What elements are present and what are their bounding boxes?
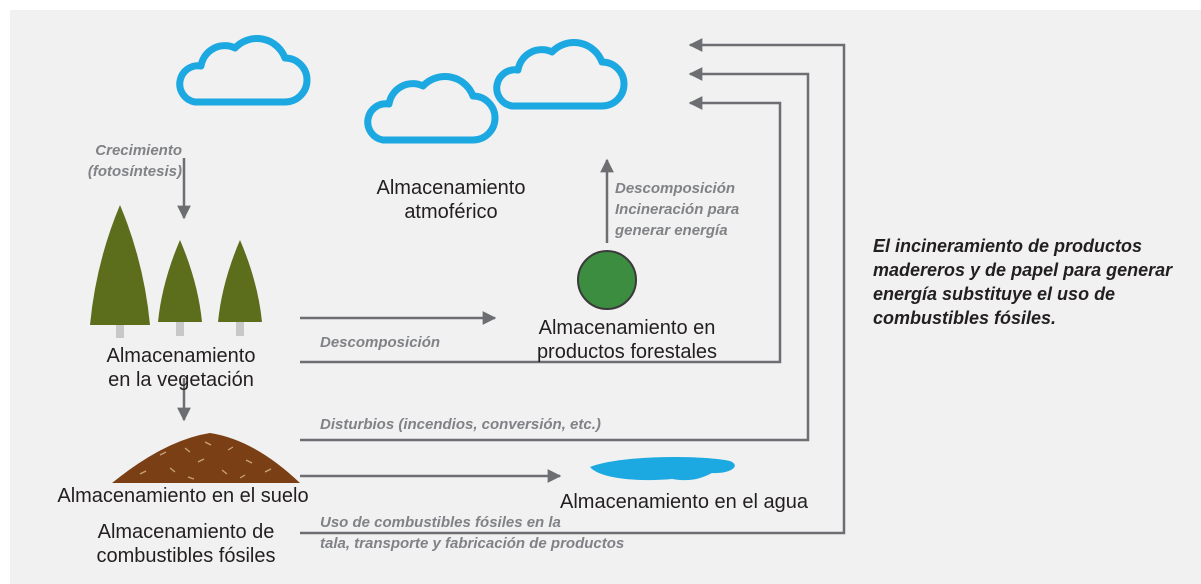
tree-icon: [158, 240, 202, 336]
tree-icon: [218, 240, 262, 336]
fossil-use-process-label: Uso de combustibles fósiles en la tala, …: [320, 514, 625, 552]
decomposition-upward-process-label: Descomposición Incineración para generar…: [615, 180, 740, 239]
substitution-note: El incineramiento de productos madereros…: [873, 236, 1173, 328]
tree-icon: [90, 205, 150, 338]
fossil-fuels-return-arrow: [300, 38, 846, 535]
decomposition-process-label: Descomposición: [320, 334, 441, 351]
disturbances-return-arrow: [300, 67, 810, 442]
fossil-fuels-storage-label: Almacenamiento de combustibles fósiles: [96, 521, 276, 567]
growth-process-label: Crecimiento (fotosíntesis): [87, 142, 182, 180]
water-storage-label: Almacenamiento en el agua: [560, 491, 808, 513]
decomposition-return-arrow: [300, 96, 782, 364]
soil-mound-icon: [112, 433, 300, 483]
soil-storage-label: Almacenamiento en el suelo: [57, 485, 309, 507]
disturbances-process-label: Disturbios (incendios, conversión, etc.): [320, 416, 601, 433]
circle-icon: [577, 250, 637, 310]
cloud-icon: [497, 43, 624, 106]
atmosphere-storage-label: Almacenamiento atmoférico: [376, 177, 526, 223]
cloud-icon: [368, 77, 495, 140]
cloud-icon: [180, 39, 307, 102]
vegetation-storage-label: Almacenamiento en la vegetación: [106, 345, 256, 391]
forest-products-storage-label: Almacenamiento en productos forestales: [536, 317, 718, 363]
water-puddle-icon: [590, 457, 735, 481]
